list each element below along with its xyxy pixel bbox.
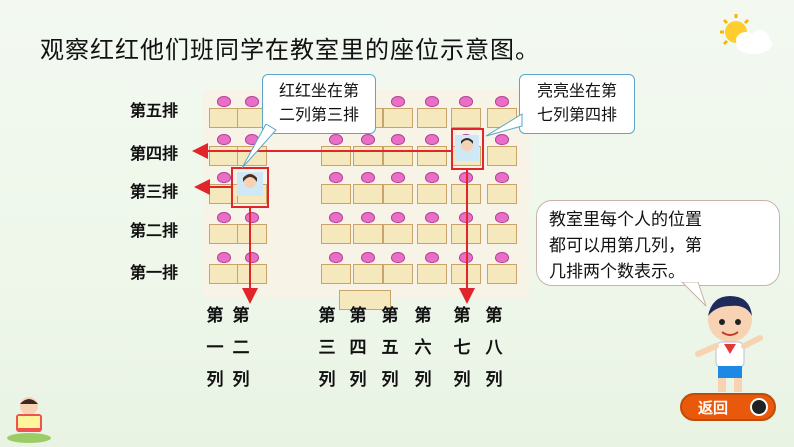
col-label-3: 第三列 bbox=[318, 306, 336, 390]
col-label-7: 第七列 bbox=[453, 306, 471, 390]
chair bbox=[391, 134, 405, 145]
chair bbox=[329, 134, 343, 145]
student-desk bbox=[321, 264, 351, 284]
chair bbox=[495, 252, 509, 263]
chair bbox=[391, 212, 405, 223]
student-desk bbox=[383, 264, 413, 284]
chair bbox=[495, 172, 509, 183]
explanation-bubble: 教室里每个人的位置 都可以用第几列，第 几排两个数表示。 bbox=[536, 200, 780, 286]
reading-boy-icon bbox=[7, 397, 51, 443]
col-label-5: 第五列 bbox=[381, 306, 399, 390]
liangliang-callout: 亮亮坐在第 七列第四排 bbox=[519, 74, 635, 134]
col-label-4: 第四列 bbox=[349, 306, 367, 390]
chair bbox=[245, 96, 259, 107]
col-label-8: 第八列 bbox=[485, 306, 503, 390]
return-button-label: 返回 bbox=[698, 399, 729, 417]
chair bbox=[425, 252, 439, 263]
student-desk bbox=[353, 184, 383, 204]
honghong-seat-highlight bbox=[231, 167, 269, 208]
student-desk bbox=[237, 224, 267, 244]
student-desk bbox=[353, 264, 383, 284]
col-label-6: 第六列 bbox=[414, 306, 432, 390]
student-desk bbox=[383, 108, 413, 128]
student-desk bbox=[487, 224, 517, 244]
bubble-tail bbox=[681, 282, 707, 307]
chair bbox=[425, 172, 439, 183]
chair bbox=[425, 96, 439, 107]
honghong-callout-pointer bbox=[241, 124, 277, 169]
row-label-1: 第一排 bbox=[130, 263, 179, 282]
cloud-icon bbox=[736, 30, 772, 54]
boy-character-icon bbox=[695, 296, 763, 392]
chair bbox=[245, 252, 259, 263]
student-desk bbox=[487, 146, 517, 166]
student-desk bbox=[383, 184, 413, 204]
student-desk bbox=[451, 108, 481, 128]
row-label-4: 第四排 bbox=[130, 144, 179, 163]
chair bbox=[329, 172, 343, 183]
col-label-1: 第一列 bbox=[206, 306, 224, 390]
chair bbox=[425, 212, 439, 223]
student-desk bbox=[417, 184, 447, 204]
student-desk bbox=[321, 184, 351, 204]
return-icon bbox=[750, 398, 768, 416]
chair bbox=[329, 252, 343, 263]
student-desk bbox=[321, 224, 351, 244]
chair bbox=[495, 134, 509, 145]
chair bbox=[391, 172, 405, 183]
return-button[interactable]: 返回 bbox=[680, 393, 776, 421]
chair bbox=[217, 96, 231, 107]
liangliang-student bbox=[455, 135, 479, 161]
student-desk bbox=[383, 224, 413, 244]
chair bbox=[425, 134, 439, 145]
chair bbox=[361, 212, 375, 223]
student-desk bbox=[487, 264, 517, 284]
col-label-2: 第二列 bbox=[232, 306, 250, 390]
chair bbox=[361, 134, 375, 145]
sun-icon bbox=[720, 14, 772, 54]
chair bbox=[217, 212, 231, 223]
chair bbox=[391, 96, 405, 107]
row-label-2: 第二排 bbox=[130, 221, 179, 240]
chair bbox=[217, 252, 231, 263]
honghong-callout: 红红坐在第 二列第三排 bbox=[262, 74, 376, 134]
chair bbox=[361, 252, 375, 263]
student-desk bbox=[353, 224, 383, 244]
student-desk bbox=[417, 108, 447, 128]
chair bbox=[495, 212, 509, 223]
student-desk bbox=[487, 184, 517, 204]
honghong-student bbox=[237, 172, 263, 196]
chair bbox=[361, 172, 375, 183]
row-label-5: 第五排 bbox=[130, 101, 179, 120]
student-desk bbox=[417, 264, 447, 284]
row-label-3: 第三排 bbox=[130, 182, 179, 201]
liangliang-seat-highlight bbox=[451, 128, 484, 170]
chair bbox=[459, 96, 473, 107]
liangliang-callout-pointer bbox=[485, 113, 523, 137]
slide-title: 观察红红他们班同学在教室里的座位示意图。 bbox=[40, 36, 540, 64]
chair bbox=[391, 252, 405, 263]
chair bbox=[217, 172, 231, 183]
student-desk bbox=[417, 224, 447, 244]
student-desk bbox=[237, 264, 267, 284]
chair bbox=[329, 212, 343, 223]
chair bbox=[217, 134, 231, 145]
teacher-desk bbox=[339, 290, 391, 310]
chair bbox=[245, 212, 259, 223]
chair bbox=[495, 96, 509, 107]
